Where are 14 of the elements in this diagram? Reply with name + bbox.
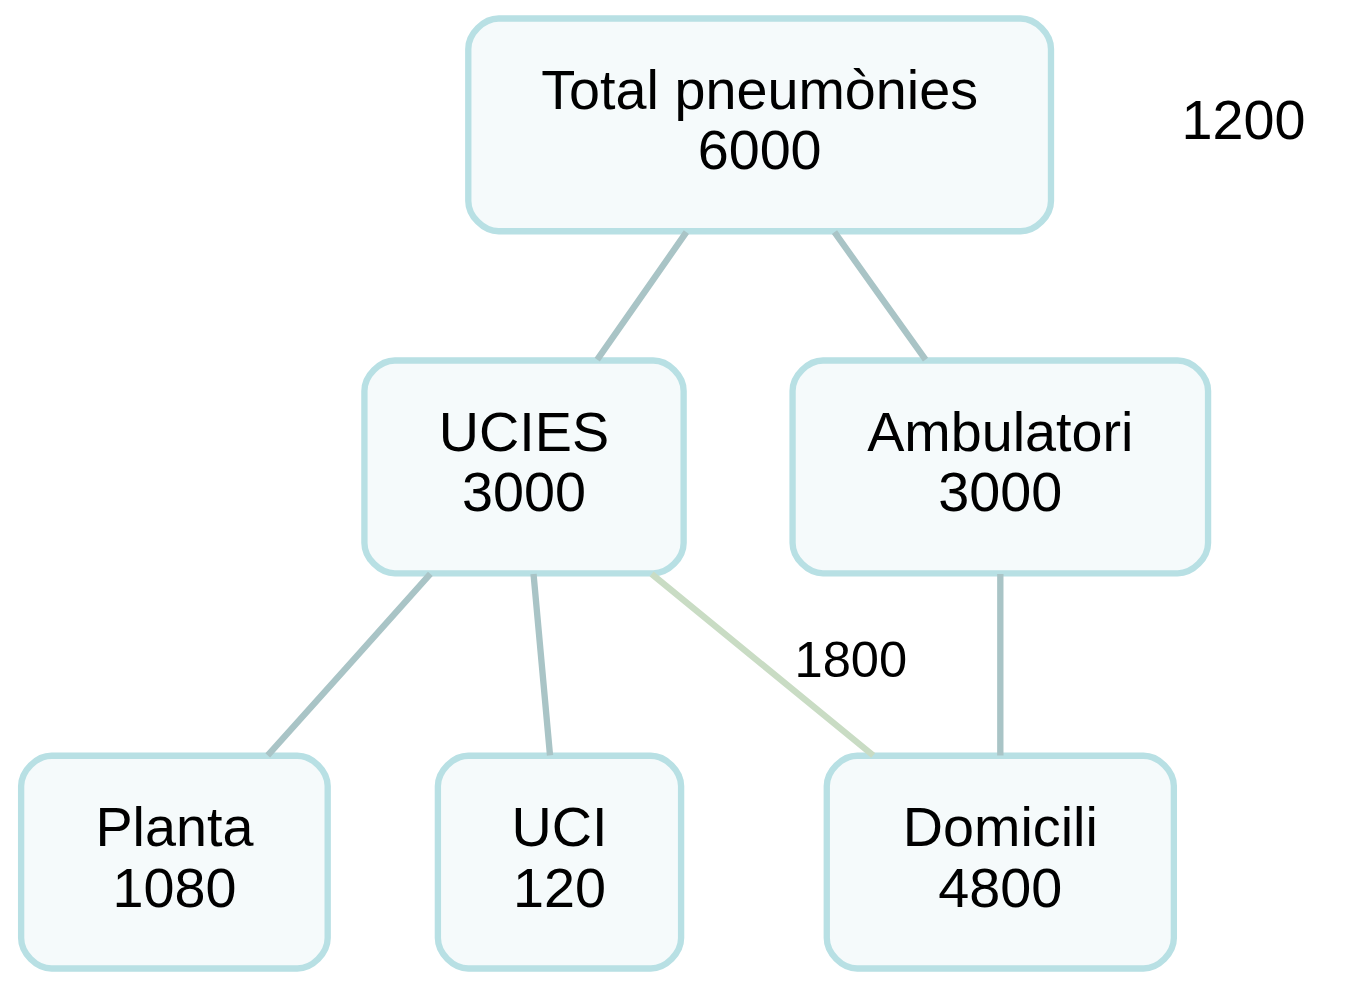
- connector: [594, 230, 689, 362]
- node-box: Ambulatori 3000: [789, 357, 1212, 577]
- connector: [997, 574, 1004, 756]
- node-box: Total pneumònies 6000: [465, 15, 1055, 235]
- connector: [649, 571, 876, 758]
- node-box: Domicili 4800: [823, 752, 1178, 972]
- connector: [831, 230, 929, 362]
- node-box: UCI 120: [434, 752, 685, 972]
- node-box: UCIES 3000: [361, 357, 687, 577]
- connector: [530, 573, 554, 756]
- edge-label: 1800: [794, 631, 908, 689]
- label: 1200: [1181, 89, 1306, 152]
- connector: [265, 571, 433, 758]
- node-box: Planta 1080: [17, 752, 331, 972]
